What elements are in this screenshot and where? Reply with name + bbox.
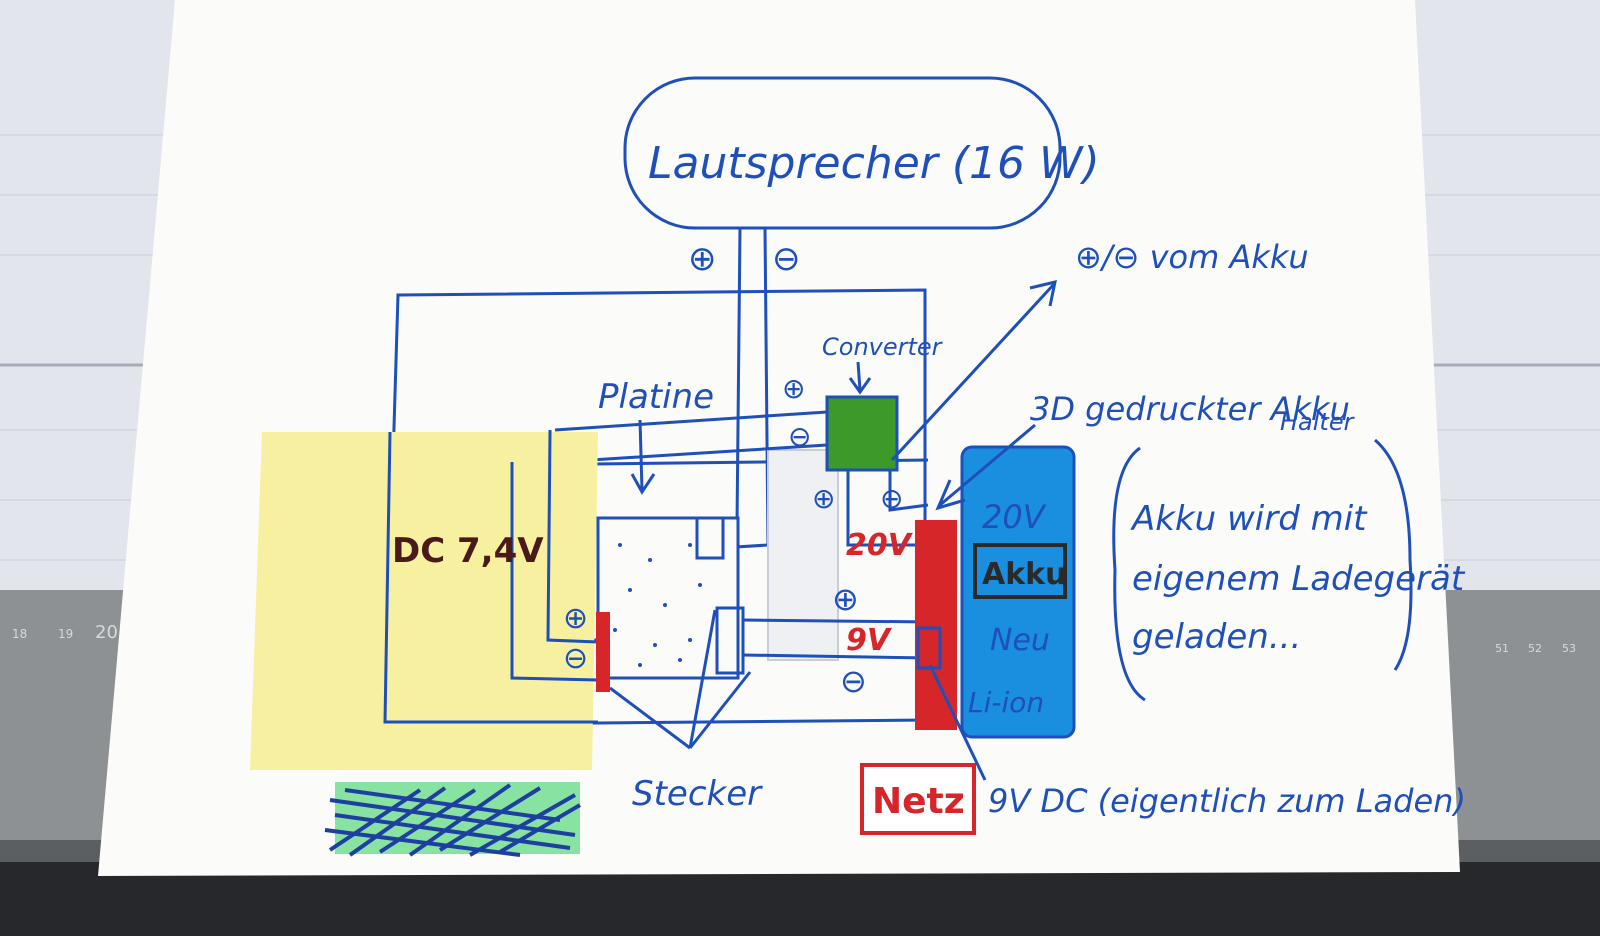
note-bracket-left [1112,446,1146,702]
speaker-label: Lautsprecher (16 W) [648,138,1100,189]
9v-minus-symbol: ⊖ [840,662,867,700]
converter-module [825,395,899,472]
ruler-mark: 51 [1495,642,1509,655]
note-line-1: Akku wird mit [1130,499,1368,539]
scribbled-out-text [324,782,582,857]
9v-plus-symbol: ⊕ [832,580,859,618]
converter-in-plus: ⊕ [782,372,805,405]
converter-out-minus: ⊖ [880,482,903,515]
battery-state: Neu [990,623,1050,658]
ruler-right-marks: 51 52 53 [1495,642,1576,655]
socket-dc-jack [916,626,942,670]
netz-note: 9V DC (eigentlich zum Laden) [988,782,1466,820]
note-bracket-right [1374,438,1413,671]
converter-arrow [848,361,872,395]
socket-strip [915,520,957,730]
speaker-minus-symbol: ⊖ [772,239,801,279]
polarity-note: ⊕/⊖ vom Akku [1075,238,1309,276]
battery-label-box [973,543,1067,599]
sticky-plug-symbols: ⊕ ⊖ [563,601,588,676]
converter-wires [554,410,929,547]
ruler-left-marks: 18 19 20 [12,622,118,643]
battery-voltage: 20V [982,498,1047,536]
ruler-mark: 53 [1562,642,1576,655]
sticky-note-label: DC 7,4V [392,531,544,571]
netz-box [860,763,976,835]
holder-label: 3D gedruckter Akku [1030,390,1350,428]
sticky-plug-socket [596,612,610,692]
speaker-box [623,76,1062,230]
holder-label-sub: Halter [1280,408,1356,436]
sticky-note [250,432,598,770]
ruler-mark: 18 [12,627,27,641]
polarity-arrow [890,279,1057,462]
battery-chemistry: Li-ion [968,686,1044,719]
speaker-plus-symbol: ⊕ [688,239,717,279]
sticky-note-housing-lines [383,431,599,724]
note-line-3: geladen... [1132,617,1301,657]
netz-wire [928,664,987,781]
stecker-label: Stecker [632,774,763,814]
holder-arrow [935,423,1036,511]
sticky-plus-symbol: ⊕ [563,601,588,636]
stecker-lines [609,609,752,750]
note-line-2: eigenem Ladegerät [1132,559,1466,599]
printed-holder [767,449,839,661]
converter-in-minus: ⊖ [788,420,811,453]
ruler-mark: 52 [1528,642,1542,655]
speaker-polarity: ⊕ ⊖ [688,239,801,279]
ruler-mark: 20 [95,622,118,643]
battery-label: Akku [982,557,1066,592]
sticky-minus-symbol: ⊖ [563,641,588,676]
ruler-mark: 19 [58,627,73,641]
converter-out-plus: ⊕ [812,482,835,515]
voltage-9v-label: 9V [846,623,893,658]
platine-label: Platine [598,377,714,417]
platine-jack-power [715,606,745,675]
netz-label: Netz [872,781,965,822]
voltage-20v-label: 20V [846,528,914,563]
platine-arrow [630,419,656,495]
platine-jack-speaker [695,516,725,560]
converter-label: Converter [822,333,944,361]
battery-pack [960,445,1076,739]
platine-board [596,516,745,680]
